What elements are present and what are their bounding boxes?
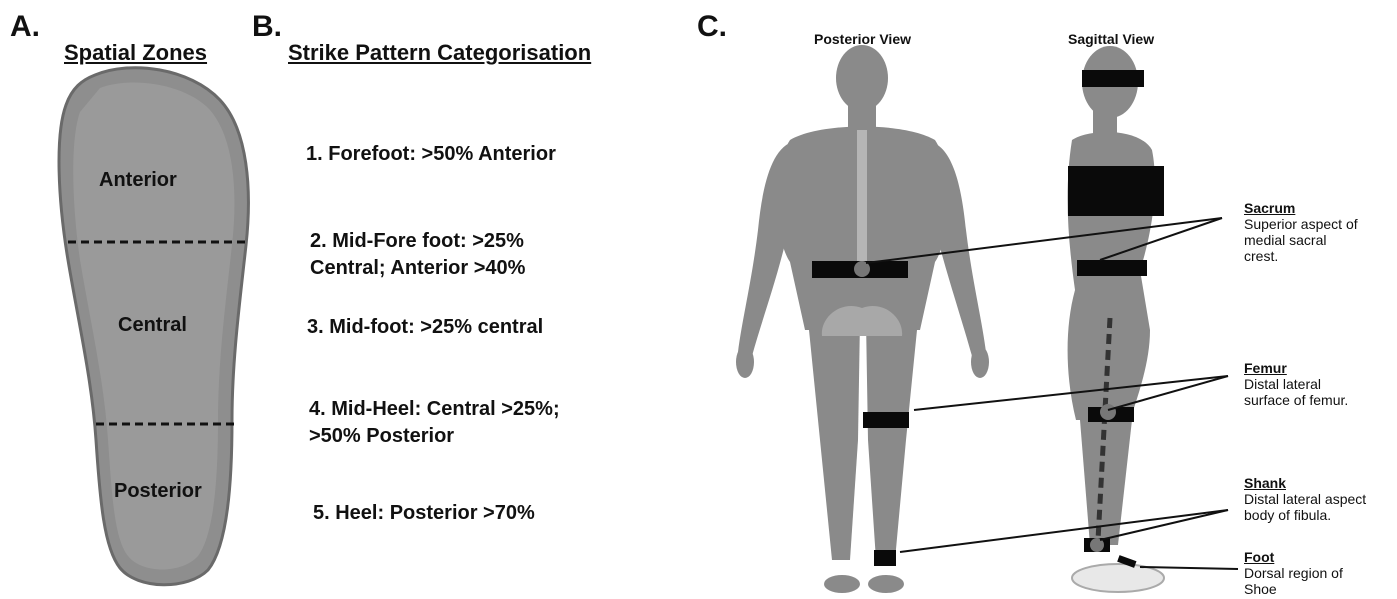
panel-b-letter: B.	[252, 10, 282, 44]
sacrum-strap-sagittal	[1077, 260, 1147, 276]
zone-label-anterior: Anterior	[99, 169, 177, 192]
posterior-view-label: Posterior View	[814, 31, 911, 47]
shank-title: Shank	[1244, 475, 1366, 491]
shank-strap-posterior	[874, 550, 896, 566]
pattern-1: 1. Forefoot: >50% Anterior	[306, 141, 556, 168]
panel-b-title: Strike Pattern Categorisation	[288, 40, 591, 66]
pattern-2: 2. Mid-Fore foot: >25% Central; Anterior…	[310, 228, 525, 282]
femur-annotation: Femur Distal lateral surface of femur.	[1244, 360, 1348, 408]
sacrum-title: Sacrum	[1244, 200, 1358, 216]
posterior-view-figure	[736, 45, 989, 593]
sacrum-annotation: Sacrum Superior aspect of medial sacral …	[1244, 200, 1358, 264]
sagittal-view-figure	[1068, 46, 1164, 592]
femur-description: Distal lateral surface of femur.	[1244, 376, 1348, 408]
shank-annotation: Shank Distal lateral aspect body of fibu…	[1244, 475, 1366, 523]
foot-title: Foot	[1244, 549, 1343, 565]
panel-c-letter: C.	[697, 10, 727, 44]
shank-description: Distal lateral aspect body of fibula.	[1244, 491, 1366, 523]
foot-description: Dorsal region of Shoe	[1244, 565, 1343, 597]
pattern-5: 5. Heel: Posterior >70%	[313, 500, 535, 527]
zone-label-posterior: Posterior	[114, 480, 202, 503]
pattern-4: 4. Mid-Heel: Central >25%; >50% Posterio…	[309, 396, 560, 450]
femur-strap-posterior	[863, 412, 909, 428]
sacrum-description: Superior aspect of medial sacral crest.	[1244, 216, 1358, 264]
sagittal-view-label: Sagittal View	[1068, 31, 1154, 47]
zone-label-central: Central	[118, 314, 187, 337]
chest-redaction-box	[1068, 166, 1164, 216]
face-redaction-box	[1082, 70, 1144, 87]
femur-title: Femur	[1244, 360, 1348, 376]
pattern-3: 3. Mid-foot: >25% central	[307, 314, 543, 341]
foot-annotation: Foot Dorsal region of Shoe	[1244, 549, 1343, 597]
